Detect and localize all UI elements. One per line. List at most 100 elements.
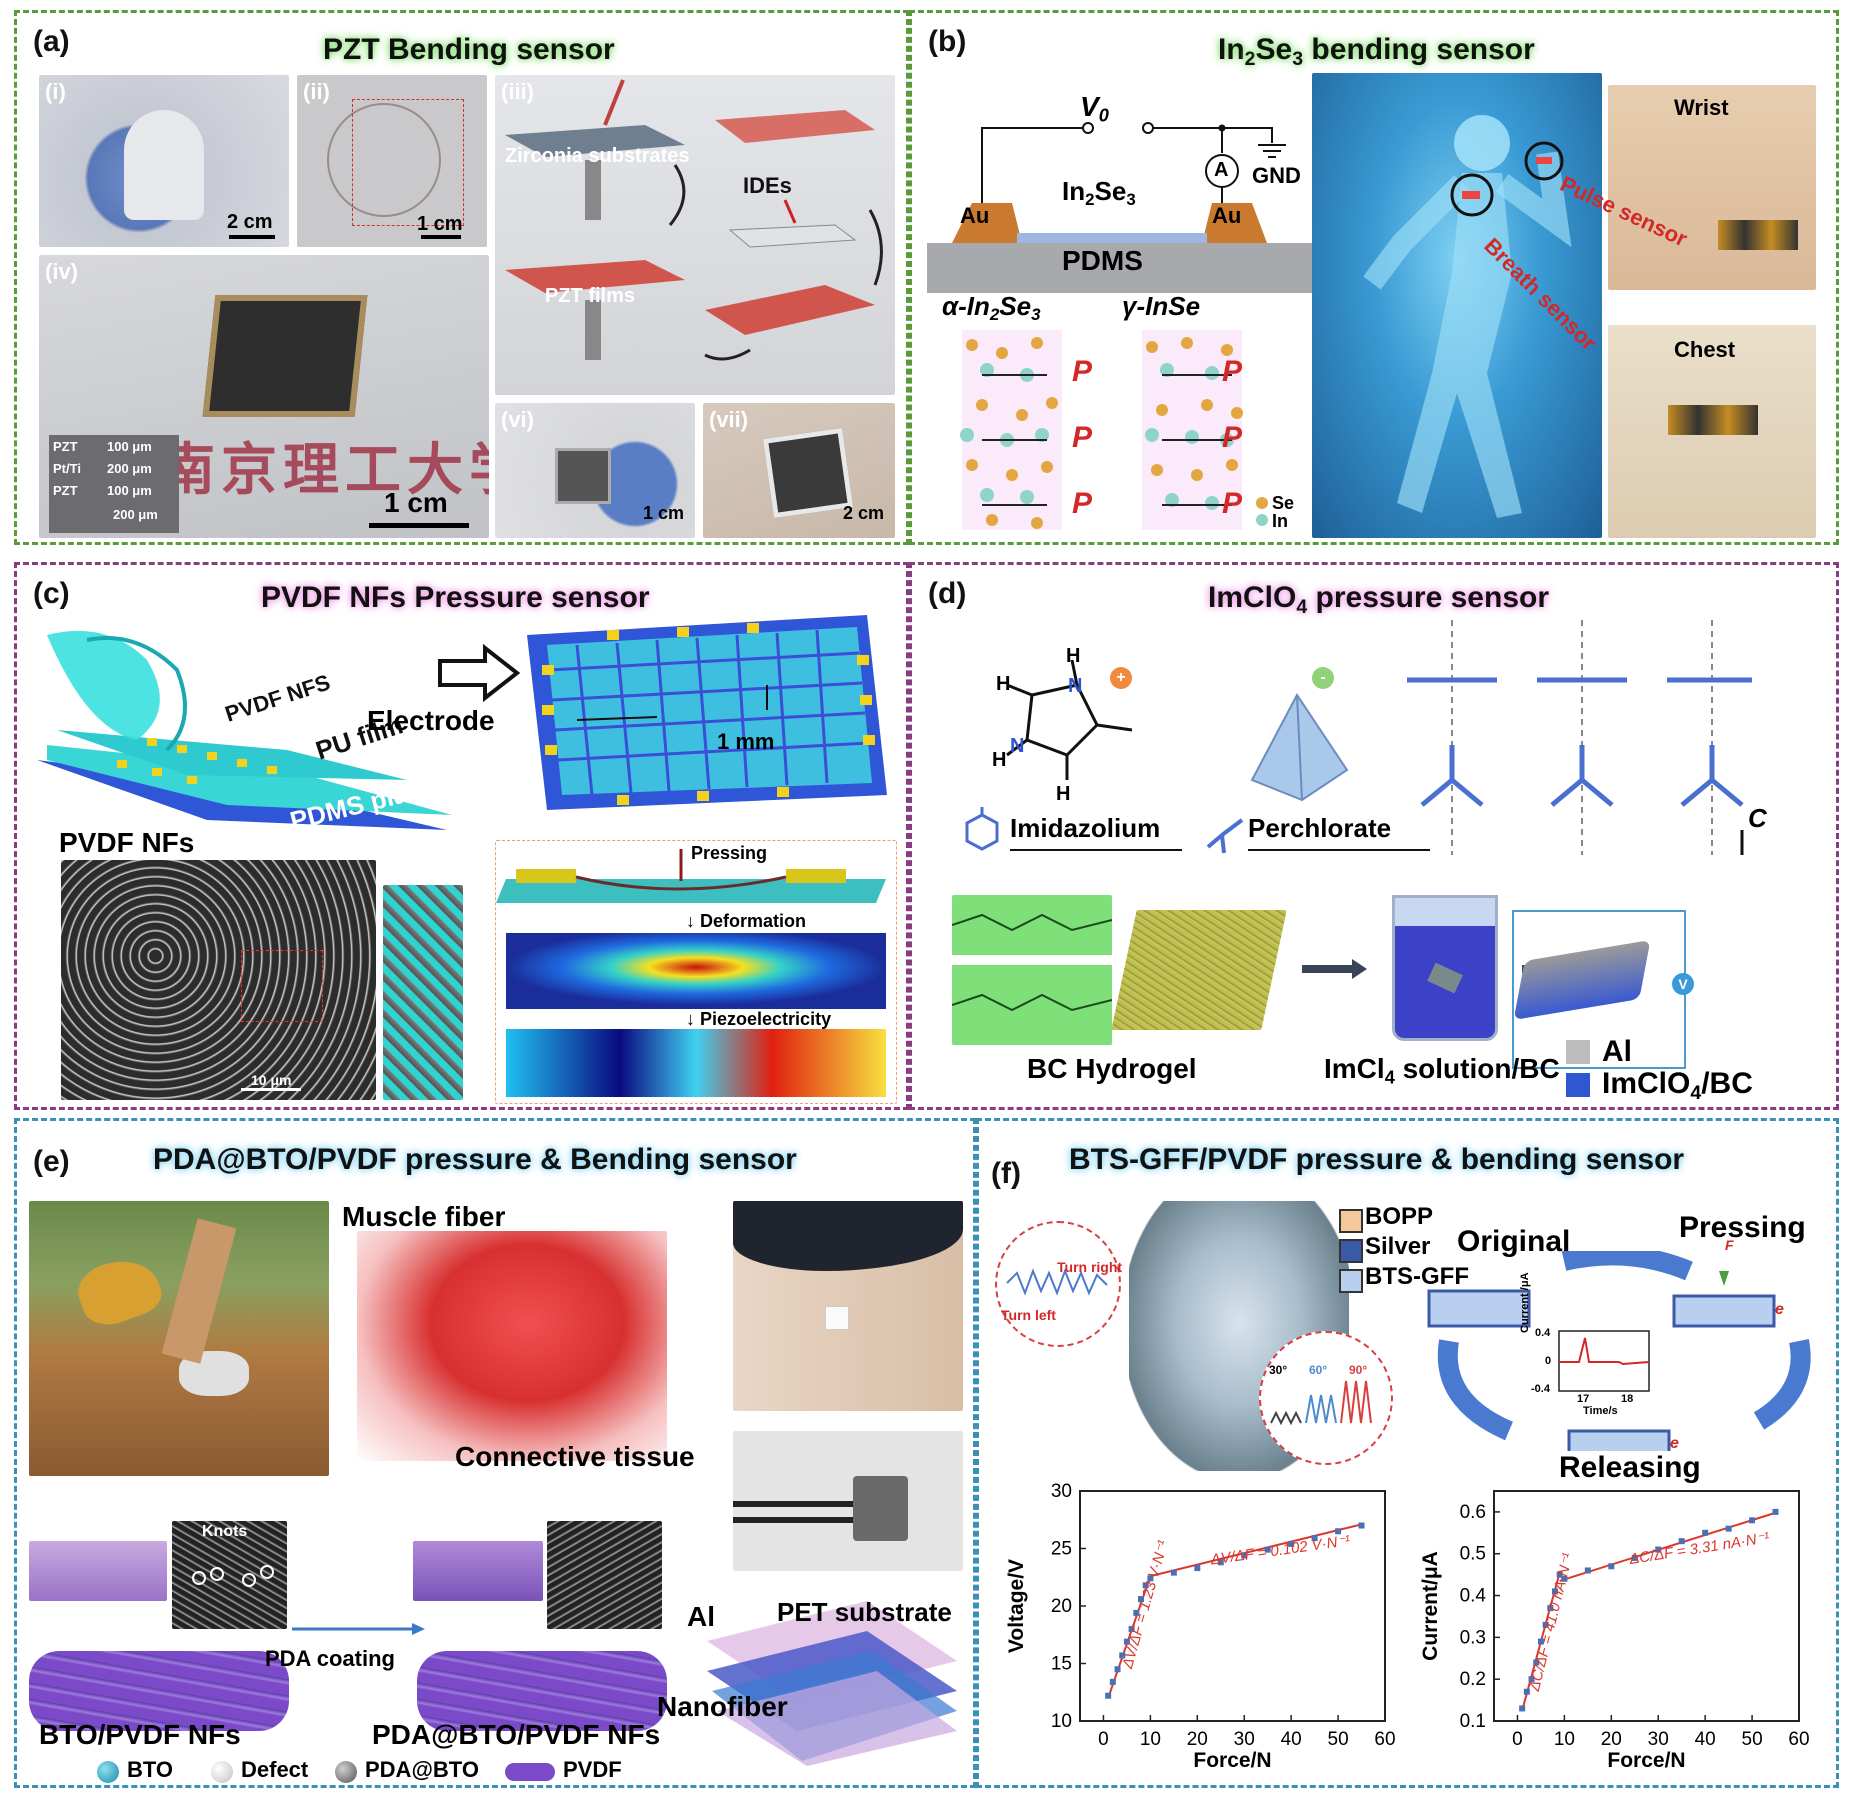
sub-label-vi: (vi) <box>501 407 534 432</box>
knot-marker-3 <box>242 1573 256 1587</box>
mm-label: 1 mm <box>717 729 775 754</box>
alpha-se: Se <box>999 291 1032 321</box>
inset-xtick-2: 18 <box>1621 1393 1634 1405</box>
layer-name-2: Pt/Ti <box>53 461 81 476</box>
data-point-1-15 <box>1702 1529 1709 1536</box>
knot-marker-1 <box>192 1571 206 1585</box>
y-tick-label-1-3: 0.4 <box>1460 1586 1487 1607</box>
sub-label-iv: (iv) <box>45 259 78 284</box>
polarization-p-6: P <box>1222 487 1243 520</box>
cross-section-inset: PZT 100 μm Pt/Ti 200 μm PZT 100 μm 200 μ… <box>49 435 179 533</box>
y-tick-label-1-0: 0.1 <box>1460 1711 1486 1732</box>
mechanism-svg <box>1427 1251 1811 1451</box>
data-point-1-14 <box>1678 1538 1685 1545</box>
ide-film-top <box>715 110 875 143</box>
switch-terminal-2 <box>1142 122 1154 134</box>
bto-legend-label: BTO <box>127 1757 174 1782</box>
spin-coater-shaft-2 <box>585 300 601 360</box>
data-point-1-18 <box>1772 1508 1779 1515</box>
fea-svg <box>496 849 886 1097</box>
data-point-1-4 <box>1537 1638 1544 1645</box>
photo-i-flexible-film: (i) 2 cm <box>39 75 289 247</box>
in2se3-label: In2Se3 <box>1062 176 1136 210</box>
scale-label-i: 2 cm <box>227 211 273 233</box>
turn-left-label: Turn left <box>1001 1307 1056 1323</box>
original-label: Original <box>1457 1225 1571 1258</box>
electron-label-2: e <box>1670 1435 1679 1452</box>
imcl-solution-label: ImCl4 solution/BC <box>1324 1053 1560 1088</box>
y-tick-label-0-3: 25 <box>1051 1539 1072 1560</box>
fea-pad-left <box>516 869 576 883</box>
title-b-sub1: 2 <box>1244 47 1256 70</box>
v0-main: V <box>1080 91 1099 122</box>
in2se3-channel <box>1017 233 1207 243</box>
fea-fiber <box>575 875 787 891</box>
polarization-p-2: P <box>1072 421 1093 454</box>
sub-label-vii: (vii) <box>709 407 749 432</box>
pda-bto-pvdf-label: PDA@BTO/PVDF NFs <box>372 1719 661 1750</box>
bts-gff-swatch <box>1339 1269 1363 1293</box>
releasing-label: Releasing <box>1559 1451 1701 1484</box>
x-tick-label-0-2: 20 <box>1187 1729 1208 1750</box>
crystal-columns-svg <box>1407 620 1752 855</box>
pu-film-layer <box>47 745 452 815</box>
coating-arrow-head <box>412 1623 425 1635</box>
finger-bend-inset: 30° 60° 90° <box>1259 1331 1393 1465</box>
running-shoe-1 <box>71 1249 167 1333</box>
electrode-au-left <box>952 203 1022 243</box>
releasing-stack <box>1567 1429 1671 1451</box>
x-axis-label-0: Force/N <box>1193 1749 1271 1772</box>
x-tick-label-0-3: 30 <box>1234 1729 1255 1750</box>
imclo-main: ImClO <box>1602 1067 1691 1100</box>
x-tick-label-1-5: 50 <box>1742 1729 1763 1750</box>
pdms-substrate <box>927 243 1317 293</box>
ide-electrode <box>728 224 857 248</box>
rolled-film <box>124 110 204 220</box>
inset-ytick-2: 0 <box>1545 1355 1552 1367</box>
device-electrode-array <box>202 295 368 417</box>
pda-coating-label: PDA coating <box>265 1646 395 1671</box>
anion-charge-badge: - <box>1312 667 1334 689</box>
methyl-bond <box>1096 723 1133 732</box>
wire-left <box>981 127 1082 203</box>
photo-running-legs <box>29 1201 329 1476</box>
data-point-1-6 <box>1547 1605 1554 1612</box>
c-axis-label: C <box>1748 803 1767 833</box>
x-tick-label-1-4: 40 <box>1695 1729 1716 1750</box>
imcl-end: solution/BC <box>1394 1053 1560 1084</box>
data-point-0-17 <box>1335 1528 1342 1535</box>
fiber-zoom-illustration <box>383 885 463 1100</box>
fea-device-base <box>496 879 886 903</box>
x-axis-label-1: Force/N <box>1607 1749 1685 1772</box>
fabrication-steps-svg <box>505 79 883 361</box>
piezo-text: Piezoelectricity <box>700 1009 832 1029</box>
pzt-films-label: PZT films <box>545 285 636 307</box>
seal-emblem <box>327 103 441 217</box>
zirconia-plate <box>505 125 685 157</box>
se-legend-label: Se <box>1272 493 1295 513</box>
data-point-1-5 <box>1542 1621 1549 1628</box>
zirconia-label: Zirconia substrates <box>505 145 690 167</box>
bottom-pet-layer <box>717 1671 957 1766</box>
pressing-label: Pressing <box>691 843 768 863</box>
data-point-1-1 <box>1523 1688 1530 1695</box>
imclo4-legend-label: ImClO4/BC <box>1602 1067 1753 1105</box>
polarization-p-3: P <box>1072 487 1093 520</box>
x-tick-label-1-0: 0 <box>1512 1729 1523 1750</box>
ammeter-label: A <box>1214 159 1229 181</box>
muscle-fiber-label: Muscle fiber <box>342 1201 506 1232</box>
alpha-in: α-In <box>942 291 990 321</box>
knot-marker-4 <box>260 1565 274 1579</box>
pressing-stack <box>1672 1294 1776 1328</box>
pulse-sensor-marker <box>1524 141 1564 181</box>
force-label: F <box>1725 1237 1734 1253</box>
al-legend-swatch <box>1566 1040 1590 1064</box>
au-left-label: Au <box>960 203 990 228</box>
title-d-b: pressure sensor <box>1307 581 1550 614</box>
sleeve <box>733 1201 963 1271</box>
electrode-pads <box>117 738 277 784</box>
wrist-sensor <box>1536 157 1552 164</box>
pdms-label: PDMS <box>1062 245 1143 276</box>
x-tick-label-1-3: 30 <box>1648 1729 1669 1750</box>
inset-xlabel: Time/s <box>1583 1405 1618 1417</box>
